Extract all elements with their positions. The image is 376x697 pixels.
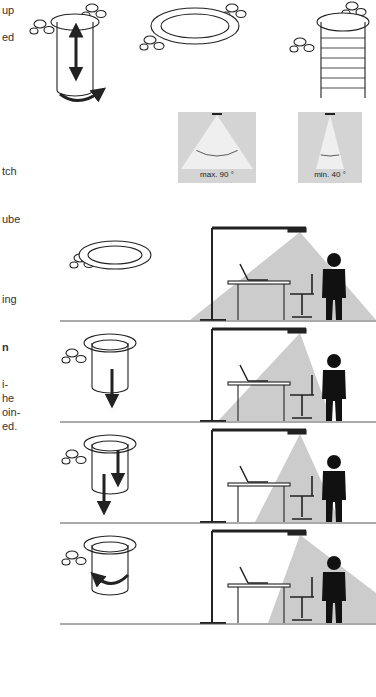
cropped-text: ube xyxy=(2,213,20,226)
cropped-text: ed. xyxy=(2,420,17,433)
cropped-text: n xyxy=(2,341,9,354)
cropped-text: up xyxy=(2,4,14,17)
cropped-text: ing xyxy=(2,293,17,306)
cropped-text: i- xyxy=(2,378,8,391)
angle-label: min. 40 ° xyxy=(298,170,362,179)
light-cone-box: max. 90 ° xyxy=(178,112,256,183)
cropped-text: tch xyxy=(2,165,17,178)
angle-label: max. 90 ° xyxy=(178,170,256,179)
cropped-text: ed xyxy=(2,31,14,44)
cropped-text: oin- xyxy=(2,406,20,419)
light-cone-box: min. 40 ° xyxy=(298,112,362,183)
cropped-text: he xyxy=(2,392,14,405)
